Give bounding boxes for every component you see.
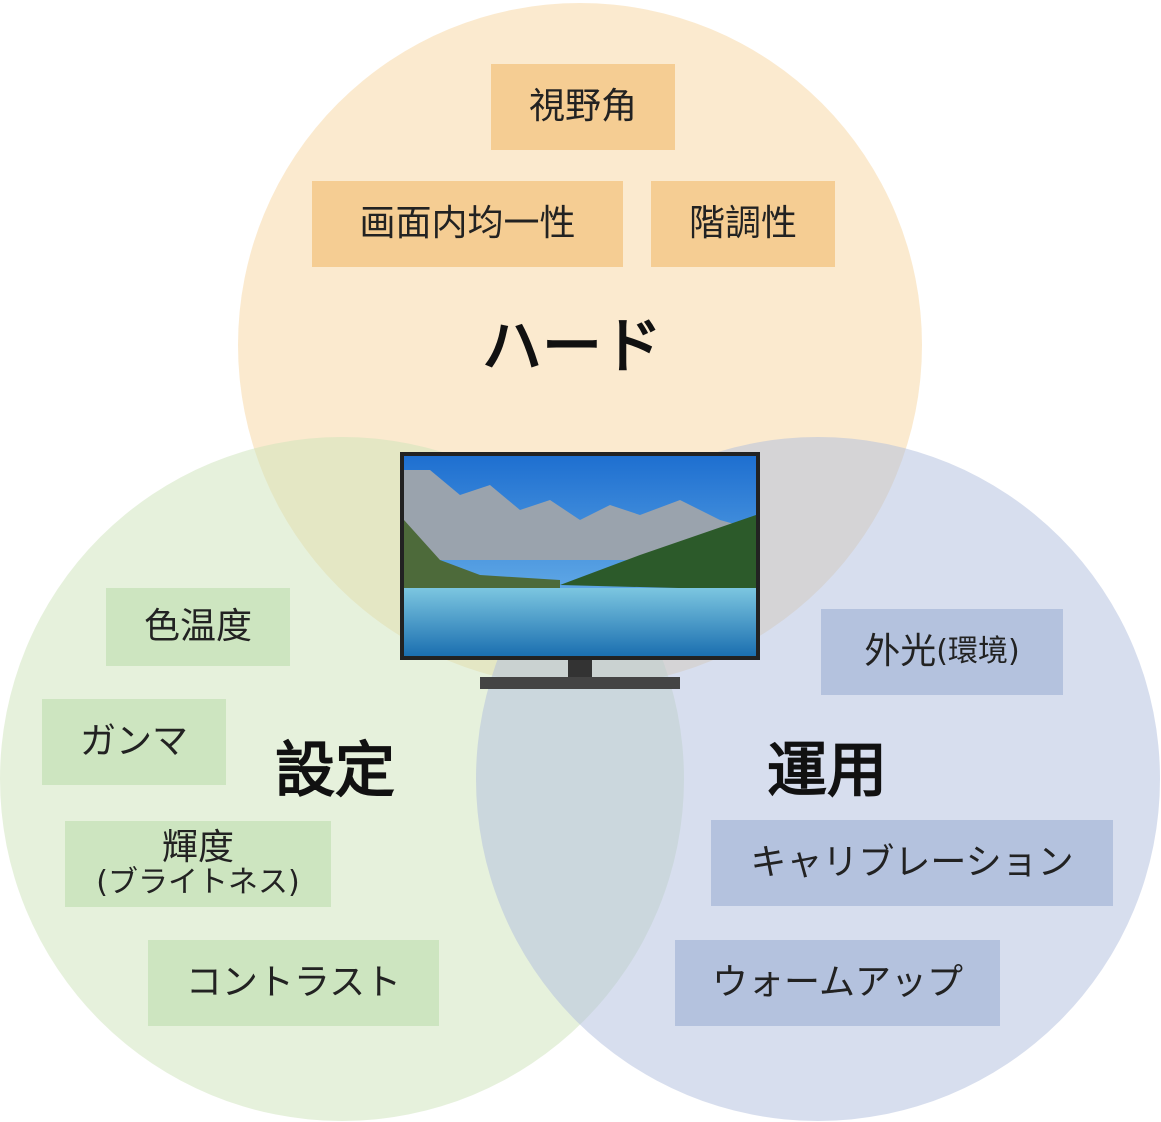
item-ambient-light: 外光(環境) <box>821 609 1063 695</box>
ambient-sub: (環境) <box>936 634 1020 670</box>
item-gamma: ガンマ <box>42 699 226 785</box>
settings-title: 設定 <box>275 736 395 806</box>
item-contrast: コントラスト <box>148 940 439 1026</box>
ambient-label: 外光 <box>864 631 937 673</box>
item-color-temperature: 色温度 <box>106 588 290 666</box>
item-viewing-angle: 視野角 <box>491 64 675 150</box>
item-brightness: 輝度 (ブライトネス) <box>65 821 331 907</box>
item-warmup: ウォームアップ <box>675 940 1000 1026</box>
item-uniformity: 画面内均一性 <box>312 181 623 267</box>
brightness-sub: (ブライトネス) <box>96 865 300 901</box>
item-calibration: キャリブレーション <box>711 820 1113 906</box>
operation-title: 運用 <box>767 736 887 806</box>
brightness-label: 輝度 <box>161 827 234 869</box>
item-gradation: 階調性 <box>651 181 835 267</box>
monitor-image <box>400 452 760 689</box>
hard-title: ハード <box>482 312 662 382</box>
